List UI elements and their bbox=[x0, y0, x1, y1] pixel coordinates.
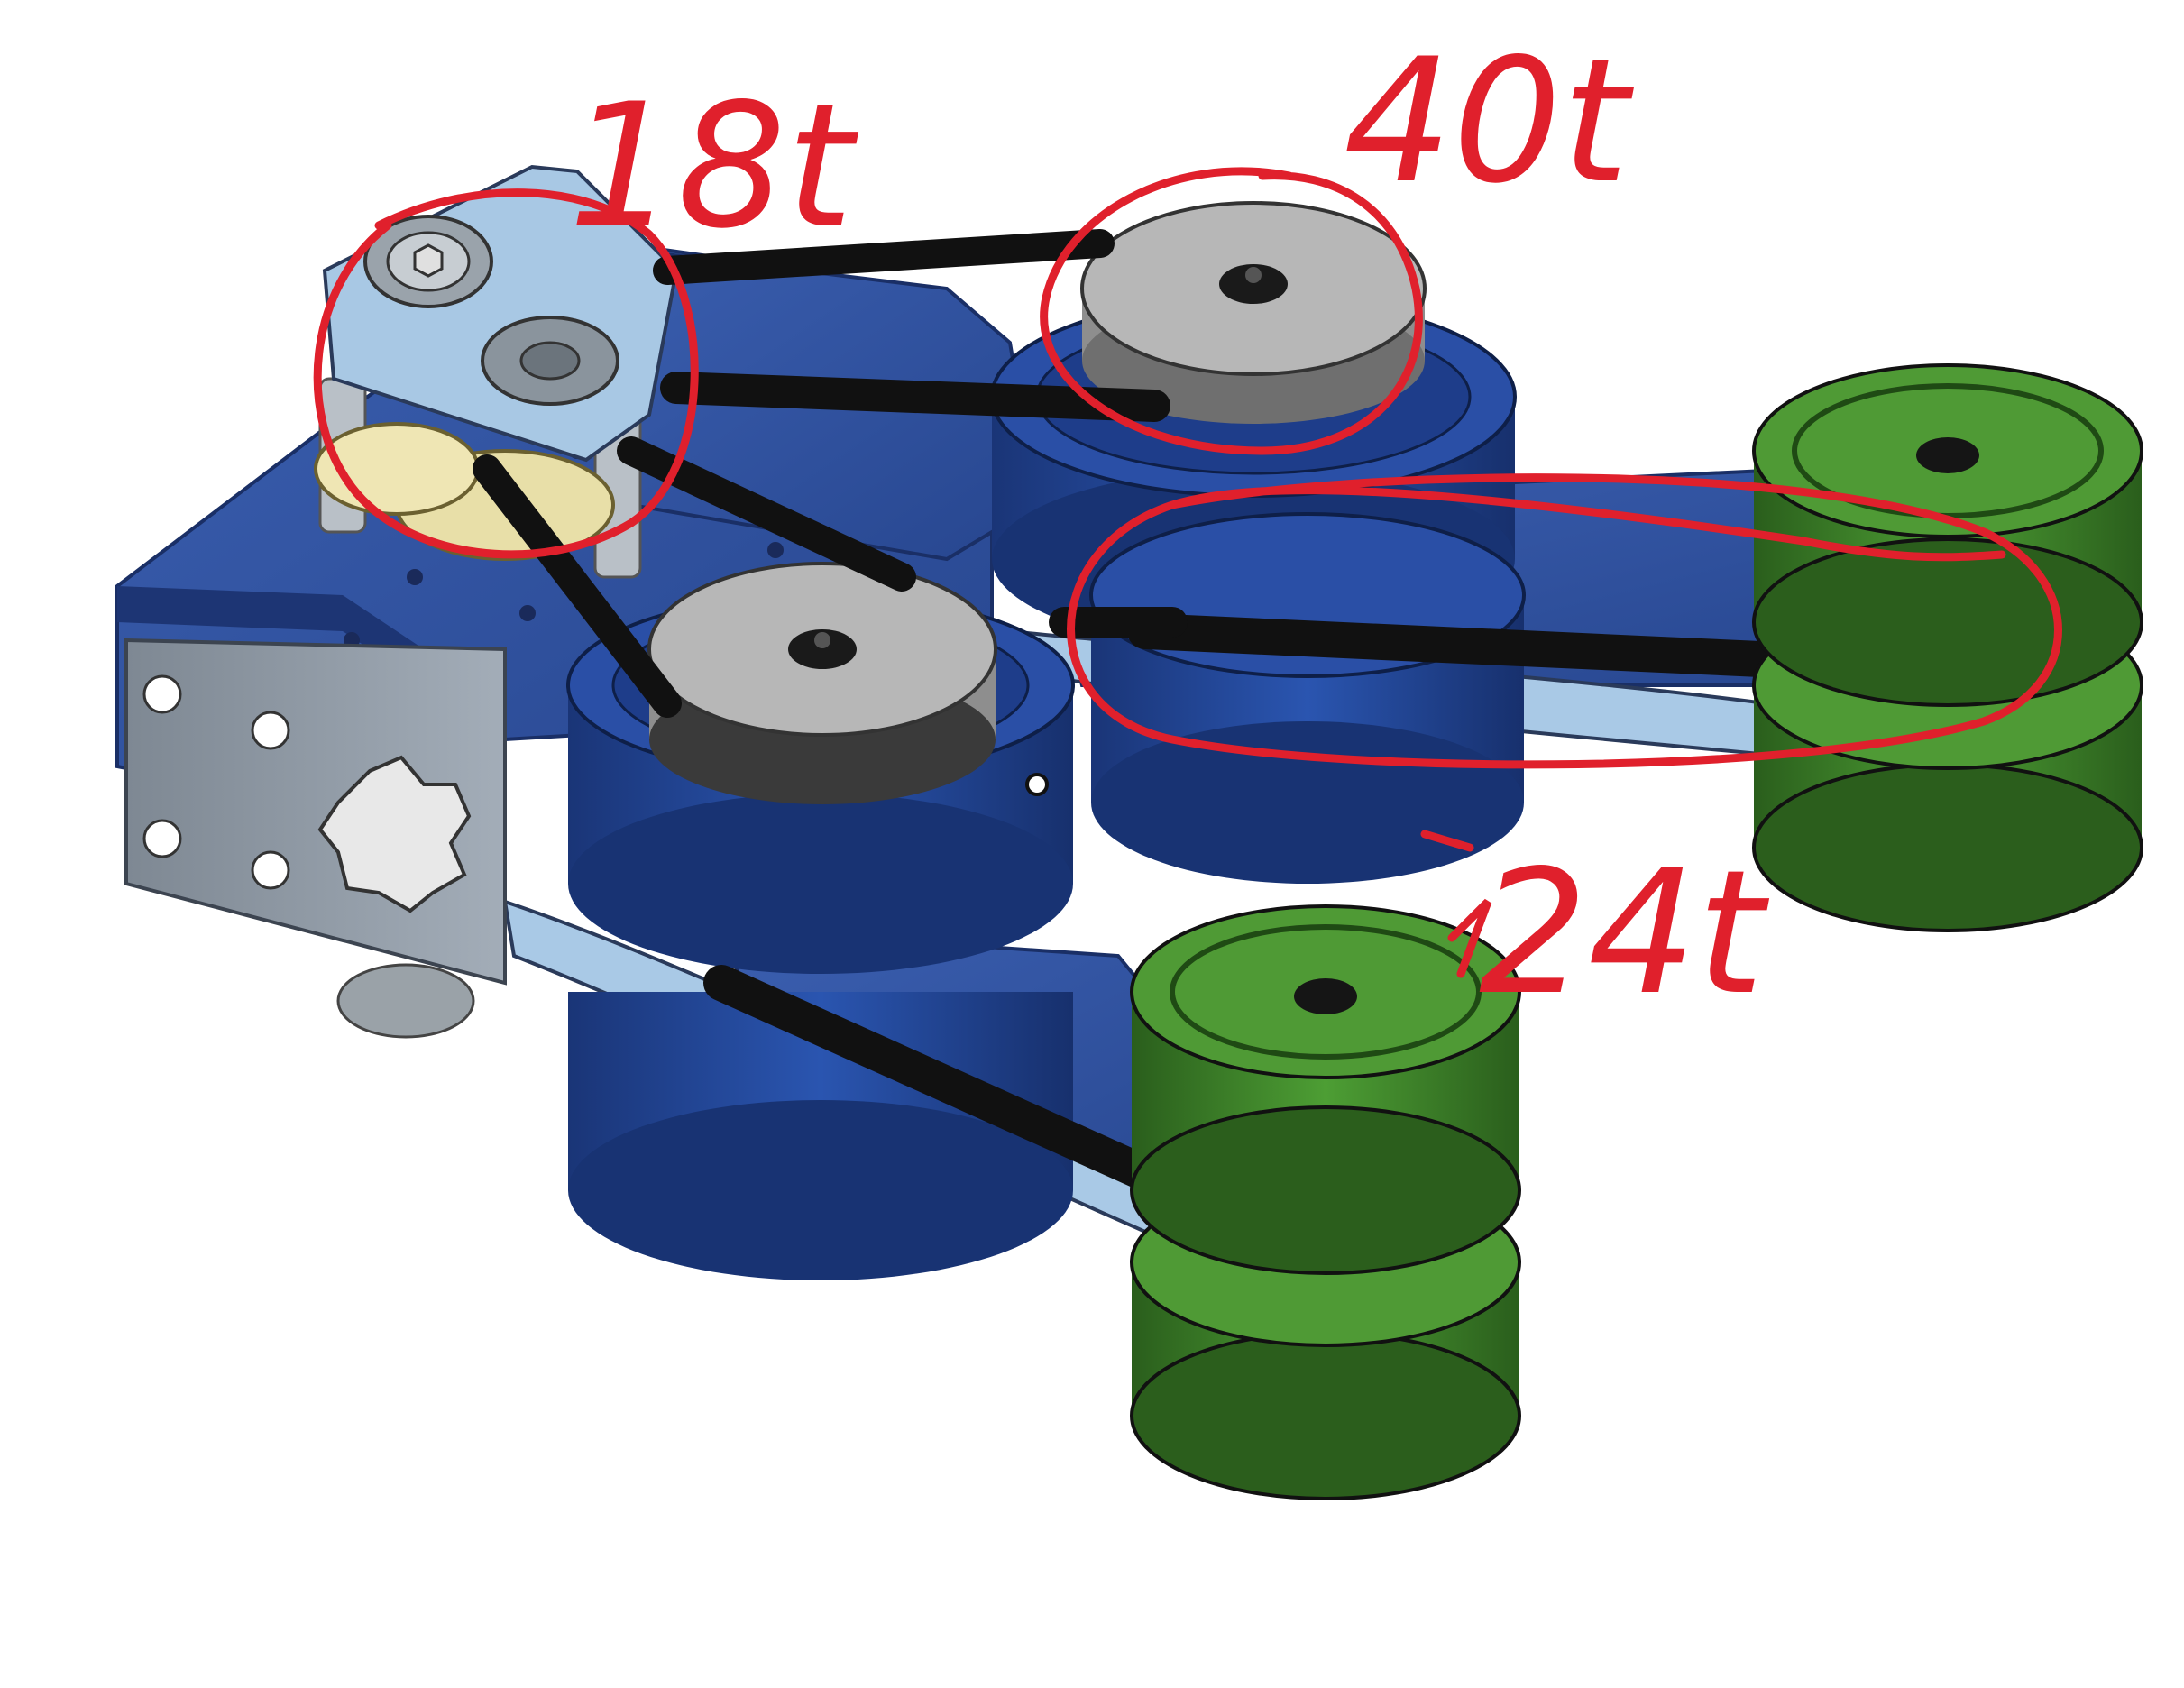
bearing-icon bbox=[363, 215, 493, 308]
gearbox-housing bbox=[124, 638, 507, 1039]
pulley-40t bbox=[1080, 201, 1427, 424]
green-roller-upper-pair bbox=[1752, 363, 2143, 932]
circle-18t bbox=[313, 188, 699, 559]
motor-plate bbox=[322, 164, 679, 463]
label-40t: 40t bbox=[1344, 22, 1635, 221]
hex-bolt-icon bbox=[788, 629, 857, 669]
label-18t: 18t bbox=[568, 67, 859, 266]
label-24t: 24t bbox=[1479, 833, 1770, 1032]
leader-24t bbox=[1420, 830, 1492, 978]
hex-bolt-icon bbox=[1294, 978, 1357, 1014]
blue-wheel-center bbox=[1089, 512, 1526, 884]
hex-bolt-icon bbox=[1219, 264, 1288, 304]
pulley-center bbox=[647, 562, 997, 804]
annotation-circles bbox=[313, 167, 2062, 978]
green-roller-lower-pair bbox=[1130, 904, 1521, 1500]
circle-40t bbox=[1040, 167, 1423, 455]
loop-24t bbox=[1067, 473, 2062, 769]
spline-shaft-icon bbox=[317, 755, 472, 913]
hex-bolt-icon bbox=[1916, 437, 1979, 473]
